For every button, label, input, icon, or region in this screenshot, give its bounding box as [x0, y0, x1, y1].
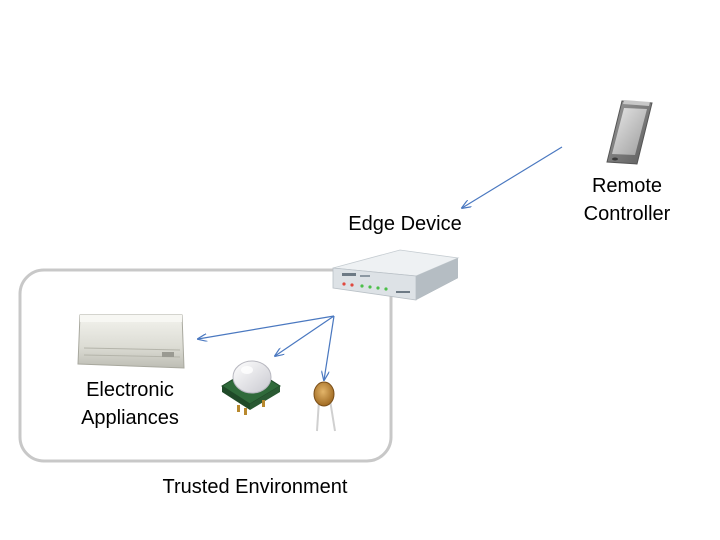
- sensor-probe-icon: [313, 381, 336, 432]
- arrow-edge-to-appliances: [198, 315, 335, 339]
- remote-controller-label-line2: Controller: [583, 203, 671, 225]
- remote-controller-label: Remote Controller: [560, 172, 694, 228]
- air-conditioner-icon: [77, 314, 185, 369]
- electronic-appliances-label-line1: Electronic: [86, 379, 174, 401]
- electronic-appliances-label-line2: Appliances: [81, 407, 179, 429]
- trusted-environment-label: Trusted Environment: [162, 476, 348, 498]
- motion-sensor-icon: [221, 360, 281, 415]
- router-icon: [332, 249, 460, 301]
- smartphone-icon: [606, 100, 653, 165]
- arrow-remote-to-edge: [462, 146, 563, 208]
- electronic-appliances-label: Electronic Appliances: [60, 376, 200, 432]
- arrow-edge-to-sensor-probe: [324, 315, 335, 380]
- remote-controller-label-line1: Remote: [591, 175, 663, 197]
- edge-device-label: Edge Device: [348, 213, 462, 235]
- trusted-environment-boundary: [18, 268, 393, 463]
- arrow-edge-to-motion-sensor: [275, 315, 335, 356]
